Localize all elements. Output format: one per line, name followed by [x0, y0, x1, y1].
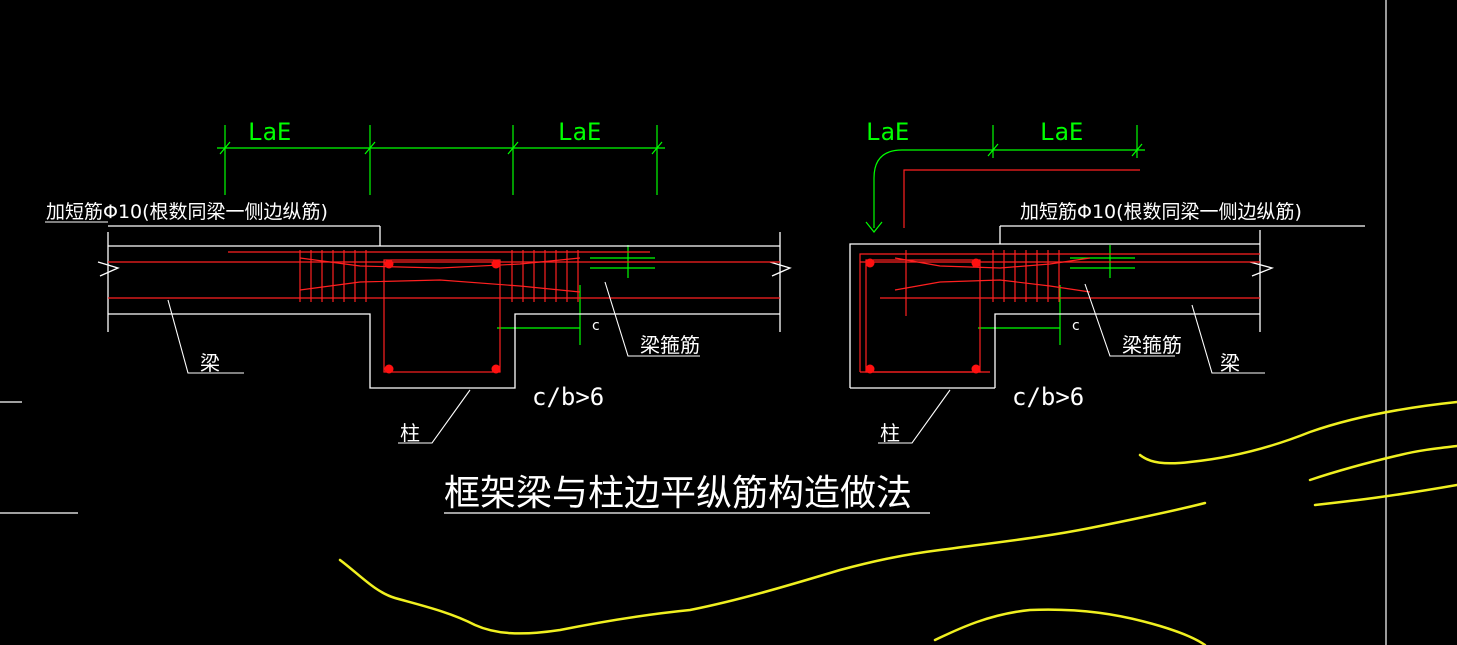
left-column-label: 柱 — [400, 421, 420, 445]
right-detail: LaE LaE — [849, 118, 1365, 445]
left-leaders — [45, 221, 700, 444]
left-dim-label-1: LaE — [248, 118, 291, 146]
right-ratio-label: c/b>6 — [1012, 383, 1084, 411]
right-rebars — [859, 169, 1260, 373]
right-stirrup-label: 梁箍筋 — [1122, 333, 1182, 357]
right-cover-label: c — [1072, 318, 1080, 334]
right-beam-column-outline — [849, 225, 1365, 389]
left-note: 加短筋Φ10(根数同梁一侧边纵筋) — [46, 201, 328, 223]
left-rebar-dots — [384, 259, 501, 374]
left-beam-label: 梁 — [200, 351, 220, 375]
right-leaders — [878, 283, 1265, 444]
left-rebars — [108, 250, 780, 373]
left-dimension-lines — [217, 125, 665, 345]
right-beam-label: 梁 — [1220, 351, 1240, 375]
left-dim-label-2: LaE — [558, 118, 601, 146]
left-ratio-label: c/b>6 — [532, 383, 604, 411]
left-cover-label: c — [592, 318, 600, 334]
right-dim-label-2: LaE — [1040, 118, 1083, 146]
left-detail: LaE LaE — [45, 118, 792, 445]
right-column-label: 柱 — [880, 421, 900, 445]
drawing-title: 框架梁与柱边平纵筋构造做法 — [444, 473, 912, 514]
frame-lines — [0, 0, 1387, 645]
right-dim-label-1: LaE — [866, 118, 909, 146]
yellow-sketch-strokes — [338, 400, 1457, 645]
right-rebar-dots — [865, 258, 981, 374]
right-note: 加短筋Φ10(根数同梁一侧边纵筋) — [1020, 201, 1302, 223]
left-beam-column-outline — [97, 225, 792, 389]
left-stirrup-label: 梁箍筋 — [640, 333, 700, 357]
right-dimension-lines — [865, 125, 1145, 345]
